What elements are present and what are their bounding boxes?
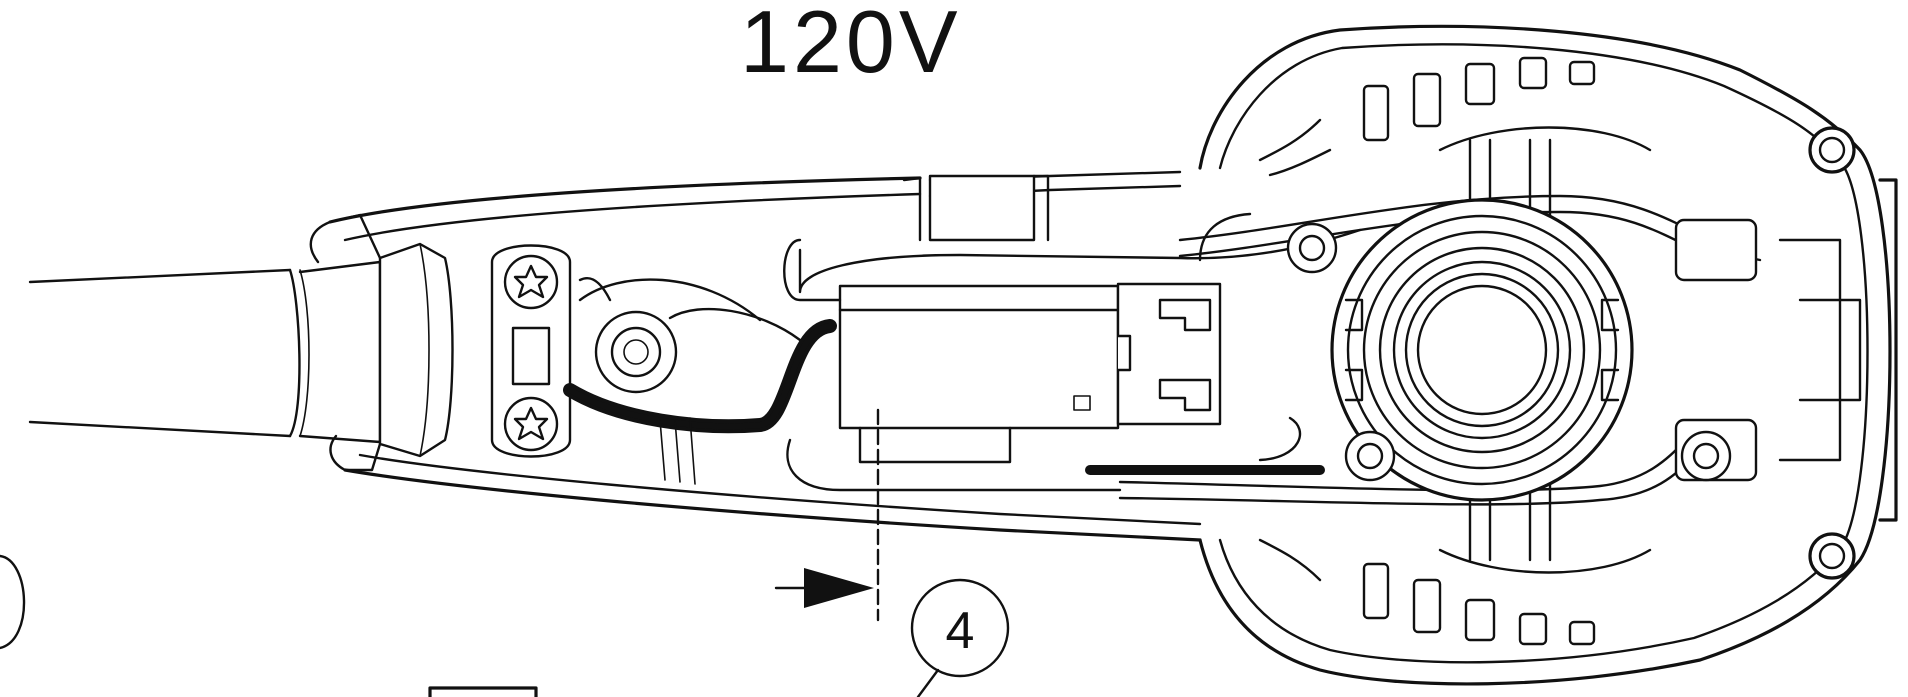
housing-tab: [902, 174, 1050, 242]
vent-slots-top: [1258, 56, 1596, 177]
voltage-label: 120V: [740, 0, 962, 91]
label-box-partial: [428, 686, 538, 697]
callout-4: 4: [910, 578, 1010, 697]
handle-housing: [309, 170, 1202, 542]
screw-icon: [1286, 222, 1338, 274]
motor-head-housing: [1198, 24, 1898, 686]
cord-strain-relief: [328, 213, 454, 472]
internal-wiring: [798, 194, 1762, 506]
power-wire: [563, 319, 837, 485]
motor-spindle: [1330, 198, 1634, 502]
screw-icon: [1808, 532, 1856, 580]
screw-icon: [1680, 430, 1732, 482]
callout-partial: [0, 554, 26, 650]
power-cord: [28, 260, 382, 444]
section-cut-marker: [774, 408, 880, 622]
switch-assembly: [783, 238, 1222, 492]
mounting-boss: [578, 277, 802, 394]
torx-screw-icon: [503, 254, 559, 310]
vent-slots-bottom: [1258, 538, 1596, 646]
torx-screw-icon: [503, 396, 559, 452]
screw-icon: [1808, 126, 1856, 174]
callout-label: 4: [946, 602, 975, 660]
screw-icon: [1344, 430, 1396, 482]
